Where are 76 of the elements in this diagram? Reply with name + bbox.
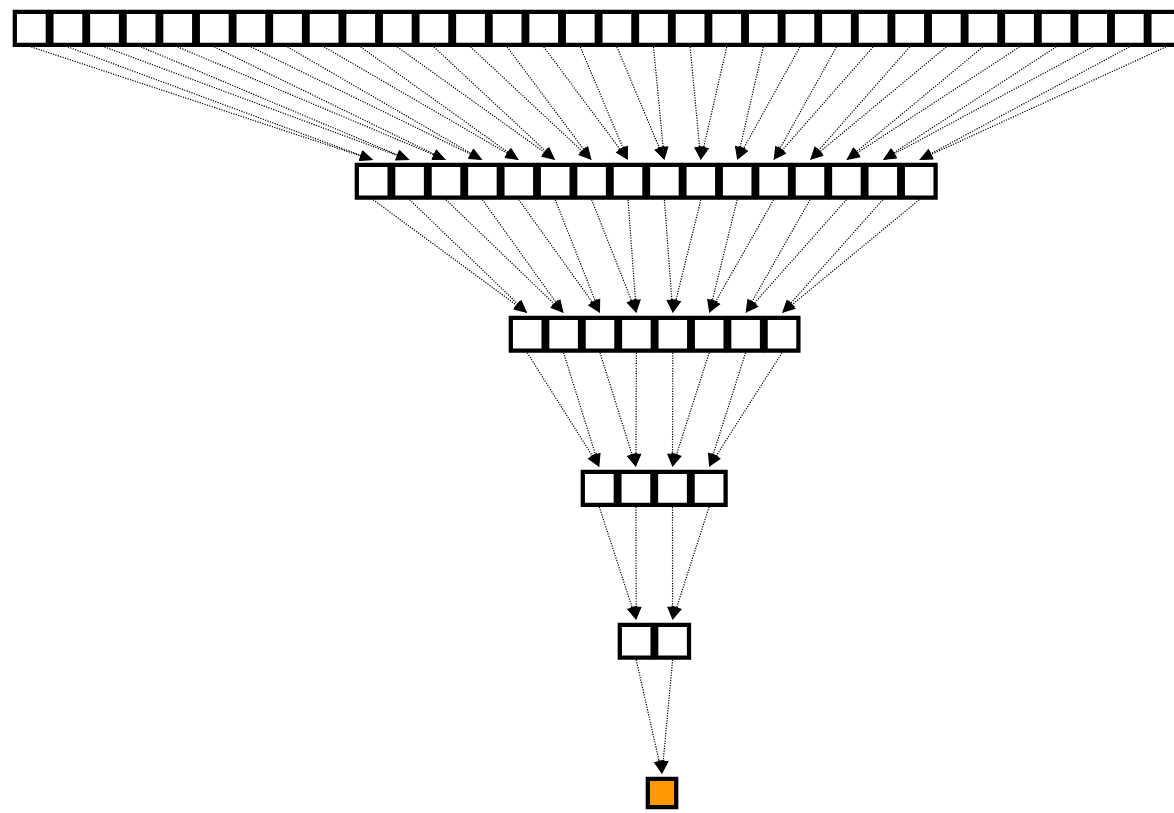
square-box	[195, 9, 233, 47]
arrow	[782, 199, 920, 313]
square-box	[598, 9, 636, 47]
square-box	[525, 9, 563, 47]
square-box	[755, 162, 793, 200]
square-box	[415, 9, 453, 47]
arrow	[554, 199, 601, 313]
square-box	[85, 9, 124, 47]
square-box	[653, 469, 692, 507]
square-box	[617, 315, 655, 353]
square-box	[654, 622, 692, 660]
square-box	[854, 9, 892, 47]
square-box	[268, 9, 307, 47]
square-box	[122, 9, 160, 47]
square-box	[671, 9, 709, 47]
square-box	[545, 315, 583, 353]
square-box	[580, 469, 618, 507]
square-box	[427, 162, 465, 200]
square-box	[1037, 9, 1075, 47]
square-box	[617, 469, 655, 507]
square-box	[1110, 9, 1148, 47]
square-box	[927, 9, 965, 47]
square-box	[500, 162, 538, 200]
square-box	[727, 315, 765, 353]
square-box	[817, 9, 856, 47]
square-box	[305, 9, 343, 47]
square-box	[791, 162, 829, 200]
square-box	[864, 162, 902, 200]
square-box	[49, 9, 87, 47]
square-box	[634, 9, 673, 47]
square-box	[708, 9, 746, 47]
square-box	[682, 162, 720, 200]
square-box	[391, 162, 429, 200]
square-box	[781, 9, 819, 47]
square-box	[232, 9, 270, 47]
square-box	[12, 9, 50, 47]
square-box	[508, 315, 546, 353]
square-box	[488, 9, 526, 47]
square-box	[900, 162, 938, 200]
arrow	[360, 46, 519, 160]
square-box	[342, 9, 380, 47]
square-box	[718, 162, 756, 200]
arrow	[506, 46, 592, 160]
square-box	[536, 162, 574, 200]
arrow	[481, 199, 564, 313]
arrow	[563, 352, 601, 467]
arrow	[671, 352, 710, 467]
square-box	[561, 9, 599, 47]
square-box	[645, 776, 679, 810]
square-box	[1074, 9, 1112, 47]
square-box	[378, 9, 416, 47]
square-box	[891, 9, 929, 47]
arrow	[810, 46, 947, 160]
square-box	[1000, 9, 1039, 47]
square-box	[159, 9, 197, 47]
arrow	[670, 199, 702, 313]
square-box	[744, 9, 782, 47]
arrow	[709, 199, 775, 313]
square-box	[609, 162, 647, 200]
arrow	[737, 46, 801, 160]
arrow	[579, 46, 628, 160]
arrow	[709, 352, 783, 467]
square-box	[645, 162, 683, 200]
square-box	[617, 622, 655, 660]
square-box	[827, 162, 865, 200]
square-box	[763, 315, 801, 353]
square-box	[354, 162, 392, 200]
square-box	[463, 162, 501, 200]
square-box	[573, 162, 611, 200]
square-box	[451, 9, 490, 47]
square-box	[690, 469, 728, 507]
square-box	[964, 9, 1002, 47]
square-box	[654, 315, 692, 353]
square-box	[690, 315, 728, 353]
arrow	[671, 506, 710, 620]
square-box	[581, 315, 619, 353]
